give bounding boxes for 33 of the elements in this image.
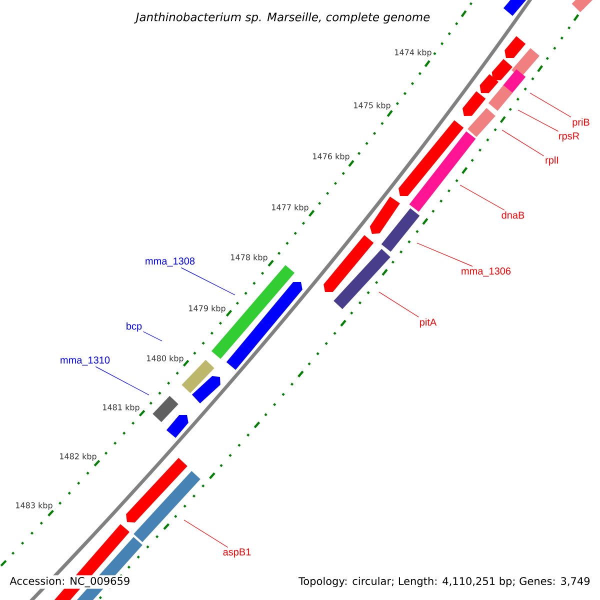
- leader-line: [184, 520, 228, 548]
- gene-label: mma_1310: [60, 356, 110, 366]
- leader-line: [95, 366, 150, 396]
- tick-label: 1481 kbp: [103, 404, 140, 412]
- gene-label: dnaB: [502, 211, 524, 219]
- leader-line: [180, 267, 236, 296]
- title: Janthinobacterium sp. Marseille, complete genome: [134, 11, 432, 25]
- gene-label: bcp: [126, 322, 142, 332]
- leader-line: [378, 292, 420, 318]
- gene-label: rplI: [546, 156, 558, 166]
- leader-line: [518, 110, 559, 132]
- leader-line: [142, 331, 162, 342]
- leader-line: [530, 92, 572, 118]
- gene-label: aspB1: [223, 548, 251, 558]
- leader-line: [460, 184, 505, 210]
- tick-label: 1474 kbp: [395, 49, 432, 57]
- tick-label: 1483 kbp: [16, 502, 52, 510]
- leader-line: [416, 242, 473, 267]
- tick-label: 1476 kbp: [313, 153, 350, 161]
- gene-label: rpsR: [559, 132, 580, 142]
- tick-label: 1477 kbp: [272, 204, 308, 212]
- genome-info-text: Topology: circular; Length: 4,110,251 bp; Genes: 3,749: [297, 575, 592, 589]
- tick-label: 1480 kbp: [147, 355, 184, 363]
- tick-label: 1482 kbp: [60, 453, 96, 461]
- tick-label: 1478 kbp: [231, 254, 268, 262]
- gene-label: mma_1306: [462, 268, 511, 276]
- leader-line: [502, 130, 544, 156]
- accession-text: Accession: NC_009659: [8, 575, 132, 589]
- tick-label: 1479 kbp: [189, 305, 226, 313]
- gene-label: pitA: [420, 318, 437, 328]
- gene-label: priB: [572, 118, 590, 128]
- gene-label: mma_1308: [146, 258, 195, 266]
- tick-label: 1475 kbp: [354, 102, 390, 110]
